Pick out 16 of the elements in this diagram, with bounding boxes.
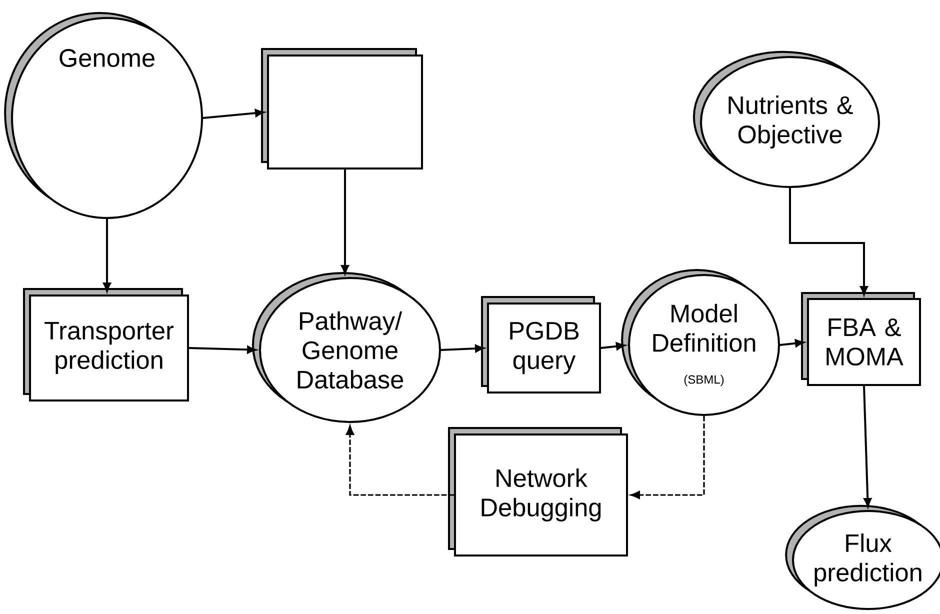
tool-box [261, 48, 423, 170]
process-box: PGDB query [481, 296, 601, 394]
arrow [789, 188, 868, 296]
process-box: Transporter prediction [23, 288, 189, 402]
arrow [341, 170, 349, 274]
arrow [780, 339, 804, 348]
arrow [346, 425, 454, 496]
arrow [440, 344, 484, 352]
arrow [103, 219, 111, 292]
arrow [630, 416, 705, 500]
arrow [202, 109, 264, 119]
arrow [600, 342, 626, 350]
process-box: Network Debugging [448, 427, 628, 557]
process-box: FBA & MOMA [801, 292, 921, 386]
arrow [188, 346, 256, 354]
arrow [863, 386, 872, 508]
